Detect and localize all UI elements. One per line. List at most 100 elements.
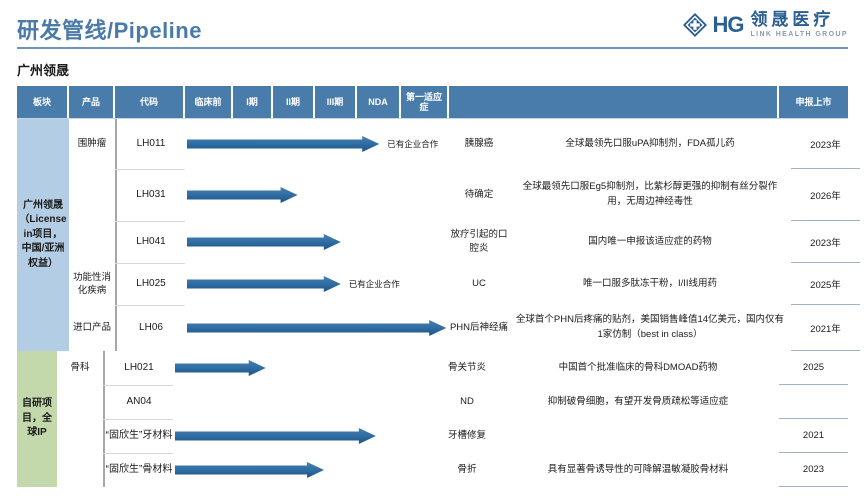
row-divider — [115, 221, 185, 222]
phase-progress-arrow — [187, 187, 298, 203]
table-row: LH031 待确定 全球最领先口服Eg5抑制剂，比紫杉醇更强的抑制有丝分裂作用，无周… — [69, 169, 860, 221]
cell-description — [497, 453, 779, 487]
cell-phase-track — [173, 419, 437, 453]
logo-chinese-name: 领晟医疗 — [750, 10, 835, 30]
cell-code: LH025 — [115, 263, 185, 305]
slide-root: 研发管线/Pipeline HG 领晟医疗 LINK HEALTH GROUP … — [17, 8, 860, 487]
company-logo: HG 领晟医疗 LINK HEALTH GROUP — [682, 8, 848, 42]
header-cell-8: 第一适应症 — [401, 86, 449, 118]
cell-code: LH041 — [115, 221, 185, 263]
cell-product — [57, 453, 103, 487]
header-cell-7: NDA — [357, 86, 401, 118]
cell-phase-track — [185, 305, 449, 351]
cell-description: 抑制破骨细胞，有望开发骨质疏松等适应症 — [547, 395, 729, 407]
cell-indication: 放疗引起的口腔炎 — [450, 229, 508, 254]
header-cell-0: 板块 — [17, 86, 69, 118]
cell-product — [69, 169, 115, 221]
cell-phase-track — [173, 453, 437, 487]
cell-product: 进口产品 — [72, 322, 111, 334]
cell-product — [57, 385, 103, 419]
cell-code: LH011 — [115, 119, 185, 169]
pipeline-group: 广州领晟（License in项目，中国/亚洲权益） 围肿瘤 LH011 已有企业合作… — [17, 119, 860, 351]
cell-filing-date: 2021 — [779, 419, 848, 453]
row-divider — [115, 305, 185, 306]
cell-indication: UC — [472, 278, 486, 290]
cell-product: 功能性消化疾病 — [72, 271, 111, 296]
cell-description: 全球最领先口服uPA抑制剂，FDA孤儿药 — [565, 137, 735, 149]
cell-filing-date: 2023 — [779, 453, 848, 487]
cell-filing-date — [779, 385, 848, 419]
cell-product: 围肿瘤 — [77, 138, 107, 150]
cell-indication: 胰腺癌 — [464, 138, 494, 150]
group-label-0: 广州领晟（License in项目，中国/亚洲权益） — [17, 119, 69, 351]
phase-progress-arrow — [187, 234, 341, 250]
cell-indication: ND — [460, 396, 474, 408]
row-divider — [115, 263, 185, 264]
table-row: 围肿瘤 LH011 已有企业合作 胰腺癌 全球最领先口服uPA抑制剂，FDA孤儿药 202… — [69, 119, 860, 169]
table-row: “固欣生”牙材料 牙槽修复具有显著骨诱导性的可降解温敏凝胶骨材料 2021 — [57, 419, 848, 475]
cell-indication: 牙槽修复 — [447, 430, 486, 442]
cell-description: 唯一口服多肽冻干粉，I/II线用药 — [582, 277, 718, 289]
title-divider — [17, 47, 848, 49]
phase-progress-arrow — [187, 136, 380, 152]
cell-description: 国内唯一申报该适应症的药物 — [588, 235, 712, 247]
row-divider — [103, 419, 173, 420]
cell-phase-track — [185, 169, 449, 221]
cell-code: “固欣生”牙材料 — [103, 419, 173, 453]
cell-filing-date: 2023年 — [791, 221, 860, 263]
logo-hg-text: HG — [712, 12, 744, 37]
header-cell-5: II期 — [273, 86, 315, 118]
header-cell-3: 临床前 — [185, 86, 233, 118]
page-title: 研发管线/Pipeline — [17, 18, 202, 43]
phase-progress-arrow — [187, 276, 341, 292]
cell-filing-date: 2023年 — [791, 119, 860, 169]
row-divider — [103, 385, 173, 386]
phase-progress-arrow — [175, 428, 376, 444]
cell-code: LH021 — [103, 351, 173, 385]
cell-code: LH06 — [115, 305, 185, 351]
cell-indication: 骨关节炎 — [447, 362, 486, 374]
cell-description: 全球最领先口服Eg5抑制剂，比紫杉醇更强的抑制有丝分裂作用，无周边神经毒性 — [522, 181, 778, 207]
cell-product: 骨科 — [70, 362, 90, 374]
logo-wordmark: 领晟医疗 LINK HEALTH GROUP — [750, 11, 848, 38]
cell-phase-track — [173, 351, 437, 385]
header-cell-10: 申报上市 — [779, 86, 848, 118]
table-body: 广州领晟（License in项目，中国/亚洲权益） 围肿瘤 LH011 已有企业合作… — [17, 119, 860, 487]
cell-indication: PHN后神经痛 — [449, 322, 509, 334]
cell-indication: 骨折 — [457, 464, 477, 476]
cell-filing-date: 2021年 — [791, 305, 860, 351]
cell-phase-track: 已有企业合作 — [185, 263, 449, 305]
cell-code: “固欣生”骨材料 — [103, 453, 173, 487]
cell-phase-track — [185, 221, 449, 263]
table-row: 进口产品 LH06 PHN后神经痛全球首个PHN后疼痛的贴剂，美国销售峰值14亿美元… — [69, 305, 860, 351]
table-row: LH041 放疗引起的口腔炎 国内唯一申报该适应症的药物 2023年 — [69, 221, 860, 263]
cell-description: 中国首个批准临床的骨科DMOAD药物 — [558, 361, 718, 373]
row-divider — [103, 453, 173, 454]
header-underline — [17, 118, 848, 119]
partner-note: 已有企业合作 — [387, 139, 439, 149]
cell-filing-date: 2025年 — [791, 263, 860, 305]
cell-phase-track: 已有企业合作 — [185, 119, 449, 169]
cell-description: 具有显著骨诱导性的可降解温敏凝胶骨材料 — [547, 463, 729, 475]
cell-indication: 待确定 — [464, 189, 494, 201]
pipeline-group: 自研项目，全球IP 骨科 LH021 骨关节炎 中国首个批准临床的骨科DMOAD药物 20… — [17, 351, 848, 487]
header-cell-spacer — [449, 86, 779, 118]
group-label-1: 自研项目，全球IP — [17, 351, 57, 487]
partner-note: 已有企业合作 — [348, 279, 400, 289]
row-divider — [115, 169, 185, 170]
logo-english-name: LINK HEALTH GROUP — [750, 31, 848, 39]
header-cell-2: 代码 — [115, 86, 185, 118]
header-cell-1: 产品 — [69, 86, 115, 118]
cross-diamond-logo-icon — [682, 12, 708, 38]
phase-progress-arrow — [175, 462, 325, 478]
cell-phase-track — [173, 385, 437, 419]
cell-code: LH031 — [115, 169, 185, 221]
cell-filing-date: 2026年 — [791, 169, 860, 221]
phase-progress-arrow — [175, 360, 266, 376]
cell-description: 全球首个PHN后疼痛的贴剂，美国销售峰值14亿美元，国内仅有1家仿制（best … — [515, 314, 785, 340]
